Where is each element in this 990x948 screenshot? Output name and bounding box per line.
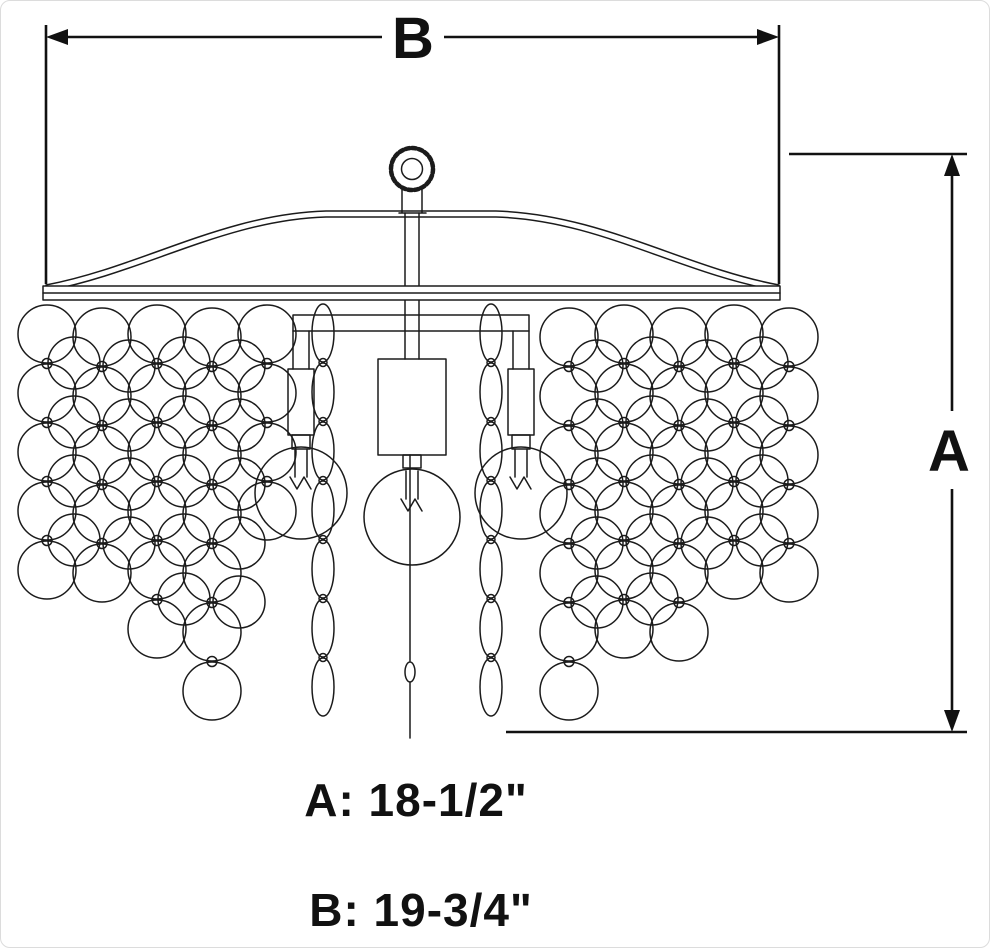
canopy-assembly [42, 145, 781, 360]
front-shell-strands [311, 303, 503, 717]
arm-tube [292, 314, 530, 332]
size-b-text: B: 19-3/4" [309, 884, 533, 936]
arrow-up-icon [944, 154, 960, 176]
arrow-left-icon [46, 29, 68, 45]
finial-loop [388, 145, 436, 214]
canopy-inner-line [45, 216, 780, 292]
pull-chain [404, 454, 416, 739]
dim-b-label: B [392, 6, 434, 71]
arrow-down-icon [944, 710, 960, 732]
dim-a-label: A [928, 419, 970, 484]
size-a-text: A: 18-1/2" [304, 774, 528, 826]
light-bulb-center [363, 358, 461, 566]
canopy [45, 210, 780, 286]
shell-strands [17, 304, 819, 721]
arm-elbows [292, 330, 530, 370]
light-bulb-left [254, 368, 348, 540]
height-dimension: A [506, 152, 970, 734]
arrow-right-icon [757, 29, 779, 45]
width-dimension: B [44, 6, 781, 284]
lamp-cluster [254, 314, 568, 739]
light-bulb-right [474, 368, 568, 540]
